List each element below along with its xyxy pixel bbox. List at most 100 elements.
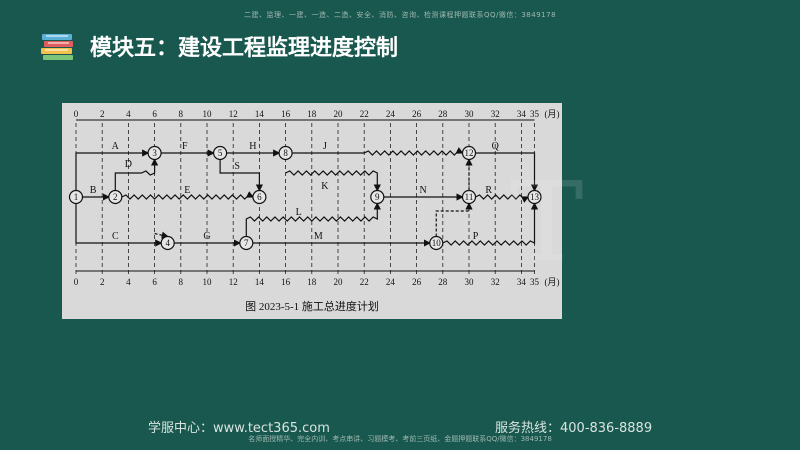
activity-label: N [420,185,427,196]
activity-label: G [203,231,210,242]
tick-label-top: 10 [203,109,213,119]
tick-label-top: 26 [412,109,422,119]
event-node-label: 9 [375,192,380,202]
event-node [68,189,84,205]
event-node-label: 7 [244,238,249,248]
activity-label: D [125,159,132,170]
unit-label-top: (月) [545,109,560,119]
event-node [213,145,228,161]
event-node [429,235,444,251]
activity-label: C [112,231,119,242]
activity-label: L [296,207,302,218]
activity-arrow [285,170,381,192]
event-node-label: 11 [465,192,474,202]
event-node [160,235,175,251]
tick-label-top: 8 [179,109,184,119]
network-diagram-svg: 0022446688101012121414161618182020222224… [68,109,560,313]
activity-arrow [292,147,464,156]
footer-note: 名师面授精华、完全内训、考点串讲、习题模考、考前三页纸、金题押题联系QQ/微信：… [248,435,552,443]
event-node [239,235,254,251]
event-node [278,145,293,161]
svg-text:T: T [510,158,583,286]
activity-label: A [112,141,120,152]
tick-label-bottom: 6 [152,277,157,287]
tick-label-bottom: 24 [386,277,396,287]
title-row: 模块五：建设工程监理进度控制 [40,30,398,62]
event-node [461,145,477,161]
activity-arrow [219,159,263,192]
header-note: 二建、监理、一建、一造、二造、安全、消防、咨询、检测课程押题联系QQ/微信：38… [243,11,557,19]
activity-label: H [249,141,256,152]
tick-label-bottom: 18 [307,277,317,287]
tick-label-top: 2 [100,109,105,119]
activity-arrow [75,203,163,247]
activity-label: P [473,231,479,242]
tick-label-top: 14 [255,109,265,119]
tick-label-top: 16 [281,109,291,119]
activity-arrow [114,158,159,191]
activity-label: R [485,185,492,196]
tick-label-bottom: 26 [412,277,422,287]
tick-label-bottom: 20 [334,277,344,287]
activity-label: J [323,141,327,152]
event-node [252,189,267,205]
tick-label-top: 34 [517,109,527,119]
event-node [370,189,385,205]
activity-arrow [121,191,254,200]
activity-label: Q [492,141,500,152]
page-title: 模块五：建设工程监理进度控制 [90,36,399,61]
activity-label: K [321,181,329,192]
tick-label-top: 0 [74,109,79,119]
tick-label-bottom: 8 [179,277,184,287]
activity-arrow [245,202,381,237]
tick-label-bottom: 35 [530,277,540,287]
tick-label-top: 12 [229,109,238,119]
tick-label-bottom: 28 [438,277,448,287]
event-node-label: 12 [465,148,474,158]
tick-label-bottom: 14 [255,277,265,287]
event-node-label: 13 [530,192,540,202]
tick-label-top: 30 [465,109,475,119]
event-node-label: 1 [74,192,79,202]
tick-label-bottom: 10 [203,277,213,287]
event-node-label: 10 [432,238,442,248]
tick-label-bottom: 12 [229,277,238,287]
tick-label-top: 28 [438,109,448,119]
tick-label-top: 24 [386,109,396,119]
footer-website: 学服中心：www.tect365.com [148,421,330,436]
footer-hotline: 服务热线：400-836-8889 [495,421,653,436]
tick-label-bottom: 30 [465,277,475,287]
tick-label-top: 6 [152,109,157,119]
tick-label-top: 20 [334,109,344,119]
tick-label-top: 22 [360,109,369,119]
activity-label: E [184,185,190,196]
diagram-caption: 图 2023-5-1 施工总进度计划 [245,299,379,313]
event-node-label: 2 [113,192,118,202]
event-node-label: 4 [165,238,170,248]
activity-arrow [442,202,539,246]
event-node-label: 3 [152,148,157,158]
tick-label-top: 18 [307,109,317,119]
tick-label-bottom: 34 [517,277,527,287]
tick-label-bottom: 4 [126,277,131,287]
tick-label-top: 4 [126,109,131,119]
watermark-logo: T [510,158,583,286]
activity-label: M [314,231,323,242]
tick-label-top: 35 [530,109,540,119]
books-icon [41,34,73,60]
tick-label-bottom: 32 [491,277,500,287]
event-node [461,189,477,205]
event-node-label: 6 [257,192,262,202]
activity-arrow [475,152,539,192]
activity-label: F [182,141,188,152]
event-node [527,189,542,205]
event-node-label: 5 [218,148,223,158]
activity-arrow [475,194,530,203]
activity-arrow [75,149,150,191]
tick-label-top: 32 [491,109,500,119]
tick-label-bottom: 0 [74,277,79,287]
activity-label: S [234,161,240,172]
event-node [108,189,123,205]
tick-label-bottom: 16 [281,277,291,287]
activity-label: B [90,185,97,196]
